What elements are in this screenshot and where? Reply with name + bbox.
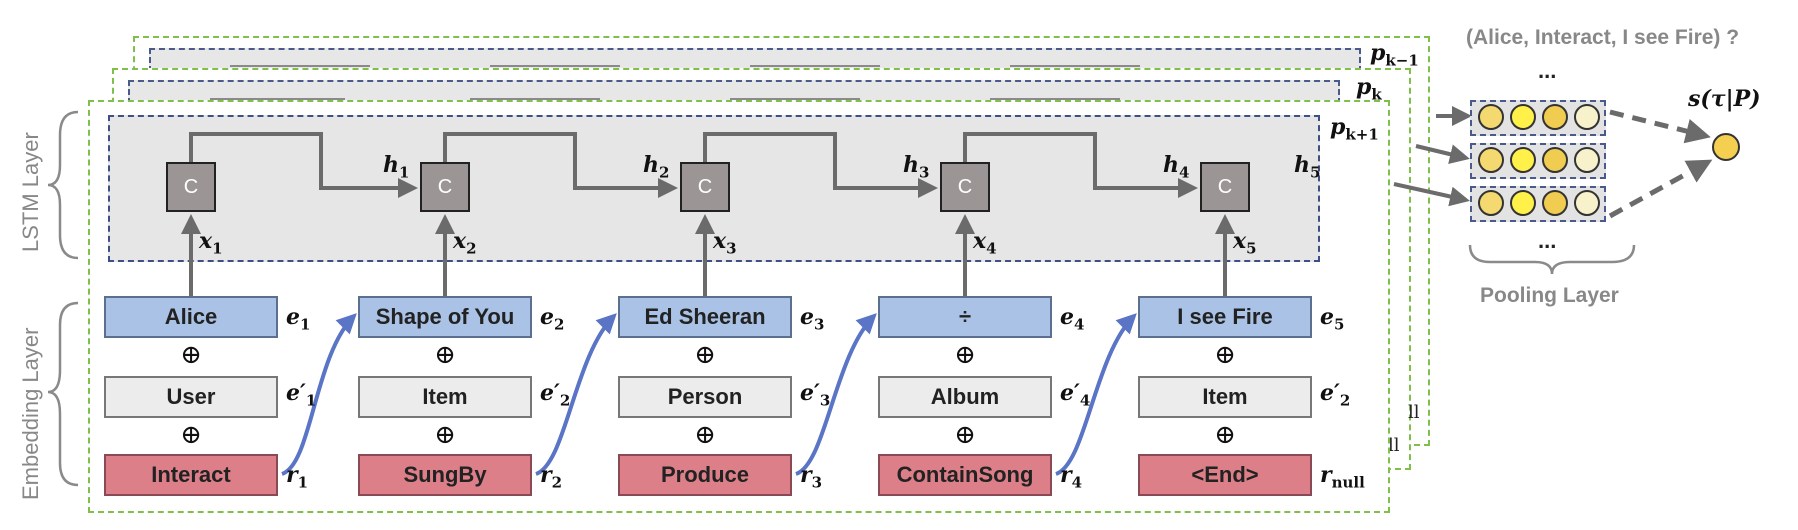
oplus-symbol: ⊕ xyxy=(954,340,976,370)
pooling-node xyxy=(1510,190,1536,216)
entity-type-box: Album xyxy=(878,376,1052,418)
arrow-pool-to-score-2 xyxy=(1608,159,1713,219)
entity-type-box: Person xyxy=(618,376,792,418)
entity-label-e: e5 xyxy=(1320,304,1345,334)
entity-type-label: e′2 xyxy=(540,380,571,410)
back-frame-fragment-a: ll xyxy=(1408,402,1420,423)
entity-type-label: e′2 xyxy=(1320,380,1351,410)
oplus-symbol: ⊕ xyxy=(954,420,976,450)
input-links xyxy=(181,214,1235,296)
relation-label-r: r2 xyxy=(540,462,563,492)
embedding-layer-brace xyxy=(47,301,79,487)
path-label-k: pk xyxy=(1356,74,1382,104)
pooling-node xyxy=(1542,104,1568,130)
hidden-state-links xyxy=(189,132,1198,198)
arrow-path-to-pool-2 xyxy=(1415,144,1470,164)
relation-label-r: r1 xyxy=(286,462,309,492)
oplus-symbol: ⊕ xyxy=(180,420,202,450)
entity-box: I see Fire xyxy=(1138,296,1312,338)
lstm-cell: C xyxy=(1200,162,1250,212)
pooling-node xyxy=(1478,190,1504,216)
oplus-symbol: ⊕ xyxy=(694,420,716,450)
relation-box: Produce xyxy=(618,454,792,496)
entity-box: ÷ xyxy=(878,296,1052,338)
query-triple: (Alice, Interact, I see Fire) ? xyxy=(1466,26,1740,49)
relation-label-r: rnull xyxy=(1320,462,1365,492)
relation-label-r: r3 xyxy=(800,462,823,492)
relation-to-entity-arrow xyxy=(535,313,617,476)
arrow-pool-to-score-1 xyxy=(1609,109,1711,144)
pooling-node xyxy=(1574,147,1600,173)
lstm-layer-brace xyxy=(47,110,79,260)
hidden-state-arrow xyxy=(189,132,418,198)
entity-label-e: e1 xyxy=(286,304,311,334)
relation-to-entity-arrow xyxy=(281,313,357,476)
hidden-label-h: h2 xyxy=(643,152,670,182)
back-frame-fragment-b: ll xyxy=(1388,435,1400,456)
entity-type-label: e′3 xyxy=(800,380,831,410)
relation-box: ContainSong xyxy=(878,454,1052,496)
pooling-node xyxy=(1574,104,1600,130)
entity-box: Alice xyxy=(104,296,278,338)
oplus-symbol: ⊕ xyxy=(434,420,456,450)
entity-box: Ed Sheeran xyxy=(618,296,792,338)
entity-type-box: Item xyxy=(358,376,532,418)
input-label-x: x1 xyxy=(199,228,223,258)
pooling-layer-label: Pooling Layer xyxy=(1480,284,1619,307)
input-label-x: x4 xyxy=(973,228,997,258)
input-label-x: x5 xyxy=(1233,228,1257,258)
pooling-node xyxy=(1542,147,1568,173)
pooling-node xyxy=(1510,104,1536,130)
input-label-x: x2 xyxy=(453,228,477,258)
oplus-symbol: ⊕ xyxy=(180,340,202,370)
relation-box: Interact xyxy=(104,454,278,496)
score-label: s(τ|P) xyxy=(1688,86,1761,112)
pooling-node xyxy=(1510,147,1536,173)
relation-to-entity-arrow xyxy=(795,313,877,476)
relation-box: <End> xyxy=(1138,454,1312,496)
hidden-label-h: h1 xyxy=(383,152,410,182)
lstm-cell: C xyxy=(166,162,216,212)
path-label-k-minus-1: pk−1 xyxy=(1370,40,1419,70)
relation-links xyxy=(281,313,1137,476)
pool-ellipsis-top: ... xyxy=(1538,58,1557,83)
pooling-node xyxy=(1574,190,1600,216)
lstm-cell: C xyxy=(940,162,990,212)
lstm-cell: C xyxy=(680,162,730,212)
entity-box: Shape of You xyxy=(358,296,532,338)
oplus-symbol: ⊕ xyxy=(694,340,716,370)
entity-label-e: e4 xyxy=(1060,304,1085,334)
entity-type-box: User xyxy=(104,376,278,418)
entity-label-e: e3 xyxy=(800,304,825,334)
input-label-x: x3 xyxy=(713,228,737,258)
oplus-symbol: ⊕ xyxy=(1214,340,1236,370)
pool-ellipsis-bottom: ... xyxy=(1538,228,1557,253)
arrow-path-to-pool-3 xyxy=(1393,182,1470,207)
score-node xyxy=(1712,133,1740,161)
hidden-label-h: h5 xyxy=(1294,152,1321,182)
relation-box: SungBy xyxy=(358,454,532,496)
pooling-layer-brace xyxy=(1468,244,1636,275)
hidden-label-h: h4 xyxy=(1163,152,1190,182)
oplus-symbol: ⊕ xyxy=(434,340,456,370)
pooling-node xyxy=(1478,147,1504,173)
path-label-k-plus-1: pk+1 xyxy=(1330,114,1379,144)
hidden-state-arrow xyxy=(703,132,938,198)
hidden-label-h: h3 xyxy=(903,152,930,182)
hidden-state-arrow xyxy=(443,132,678,198)
hidden-state-arrow xyxy=(963,132,1198,198)
back-path-lines xyxy=(210,65,1140,100)
pooling-node xyxy=(1542,190,1568,216)
entity-type-label: e′1 xyxy=(286,380,317,410)
entity-type-label: e′4 xyxy=(1060,380,1091,410)
pooling-node xyxy=(1478,104,1504,130)
entity-label-e: e2 xyxy=(540,304,565,334)
relation-label-r: r4 xyxy=(1060,462,1083,492)
entity-type-box: Item xyxy=(1138,376,1312,418)
lstm-cell: C xyxy=(420,162,470,212)
oplus-symbol: ⊕ xyxy=(1214,420,1236,450)
relation-to-entity-arrow xyxy=(1055,313,1137,476)
